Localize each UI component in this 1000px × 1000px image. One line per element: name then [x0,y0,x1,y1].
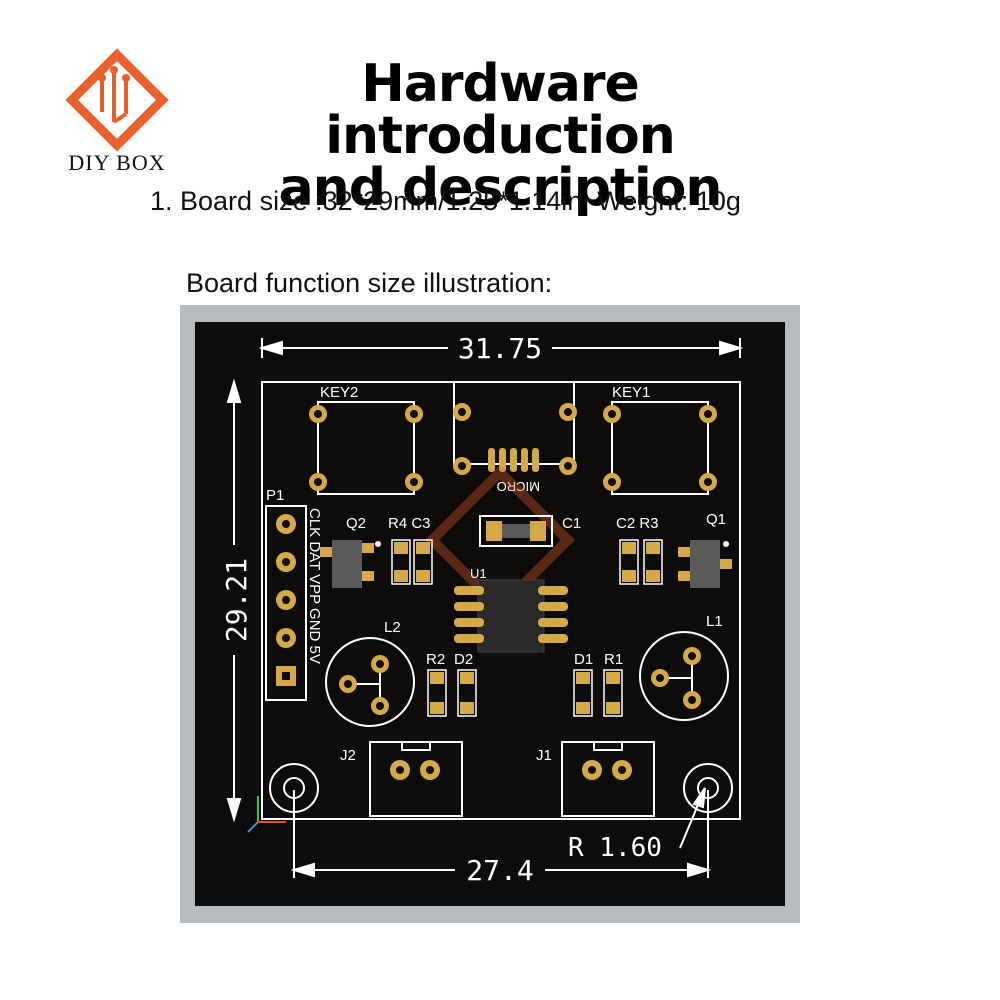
resistor-r4-capacitor-c3 [391,539,433,585]
label-key1: KEY1 [612,384,650,401]
label-r4-c3: R4 C3 [388,515,431,532]
illustration-label: Board function size illustration: [186,268,553,298]
label-j1: J1 [536,747,552,764]
page-title: Hardware introduction and description [180,58,820,214]
transistor-q1 [678,540,732,588]
title-line-2: and description [278,158,723,218]
watermark-logo [425,465,575,615]
label-d2: D2 [454,651,473,668]
width-dimension [258,338,744,358]
inductor-l2 [325,637,415,727]
micro-usb-connector [453,381,577,475]
label-pin-names: CLK DAT VPP GND 5V [306,508,323,664]
label-q1: Q1 [706,511,726,528]
label-d1: D1 [574,651,593,668]
switch-key1 [603,401,717,495]
capacitor-c1 [479,515,553,547]
transistor-q2 [320,540,381,588]
label-j2: J2 [340,747,356,764]
connector-j1 [561,741,655,817]
hole-spacing-dimension [290,790,712,878]
label-l2: L2 [384,619,401,636]
label-r2-d2: R2 [426,651,445,668]
inductor-l1 [639,631,729,721]
resistor-r2-diode-d2 [427,669,477,717]
label-key2: KEY2 [320,384,358,401]
pcb-dimension-drawing: 31.75 29.21 27.4 R 1.60 [180,305,800,923]
height-label: 29.21 [220,558,253,642]
ic-u1 [454,579,568,653]
board-size-spec: 1. Board size :32*29mm/1.25*1.14in Weigh… [150,186,741,216]
label-u1: U1 [470,566,487,581]
header-p1 [265,505,307,701]
label-q2: Q2 [346,515,366,532]
mounting-hole-left [269,763,319,813]
connector-j2 [369,741,463,817]
capacitor-c2-resistor-r3 [619,539,663,585]
label-r1: R1 [604,651,623,668]
mounting-hole-right [683,763,733,813]
label-p1: P1 [266,487,284,504]
label-c2-r3: C2 R3 [616,515,659,532]
brand-name: DIY BOX [68,150,166,175]
diode-d1-resistor-r1 [573,669,623,717]
hole-radius-label: R 1.60 [568,833,662,863]
switch-key2 [309,401,423,495]
label-l1: L1 [706,613,723,630]
label-c1: C1 [562,515,581,532]
diy-box-logo [65,48,169,152]
width-label: 31.75 [458,332,542,365]
label-micro: MICRO [497,479,540,494]
title-line-1: Hardware introduction [325,54,676,166]
height-dimension [226,378,242,823]
hole-spacing-label: 27.4 [466,854,533,887]
axis-indicator [247,796,286,833]
